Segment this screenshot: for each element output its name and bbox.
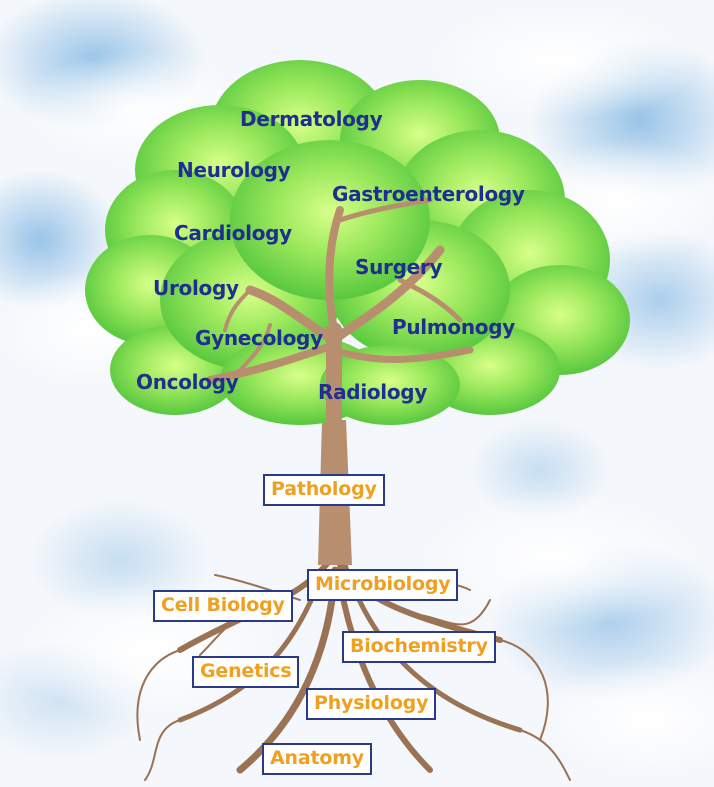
branch-label-radiology: Radiology	[318, 380, 428, 404]
root-label-cell-biology: Cell Biology	[153, 590, 293, 622]
root-label-biochemistry: Biochemistry	[342, 631, 496, 663]
branch-label-urology: Urology	[153, 276, 239, 300]
foliage	[85, 60, 630, 425]
root-label-physiology: Physiology	[306, 688, 437, 720]
branches	[206, 197, 474, 433]
root-label-anatomy: Anatomy	[262, 743, 372, 775]
branch-label-pulmonogy: Pulmonogy	[392, 315, 515, 339]
trunk-label-pathology: Pathology	[263, 474, 385, 506]
branch-label-cardiology: Cardiology	[174, 221, 292, 245]
branch-label-neurology: Neurology	[177, 158, 291, 182]
branch-label-gynecology: Gynecology	[195, 326, 323, 350]
branch-label-dermatology: Dermatology	[240, 107, 383, 131]
branch-label-surgery: Surgery	[355, 255, 443, 279]
root-label-microbiology: Microbiology	[307, 569, 459, 601]
branch-label-gastroenterology: Gastroenterology	[332, 182, 525, 206]
branch-label-oncology: Oncology	[136, 370, 239, 394]
root-label-genetics: Genetics	[192, 656, 300, 688]
